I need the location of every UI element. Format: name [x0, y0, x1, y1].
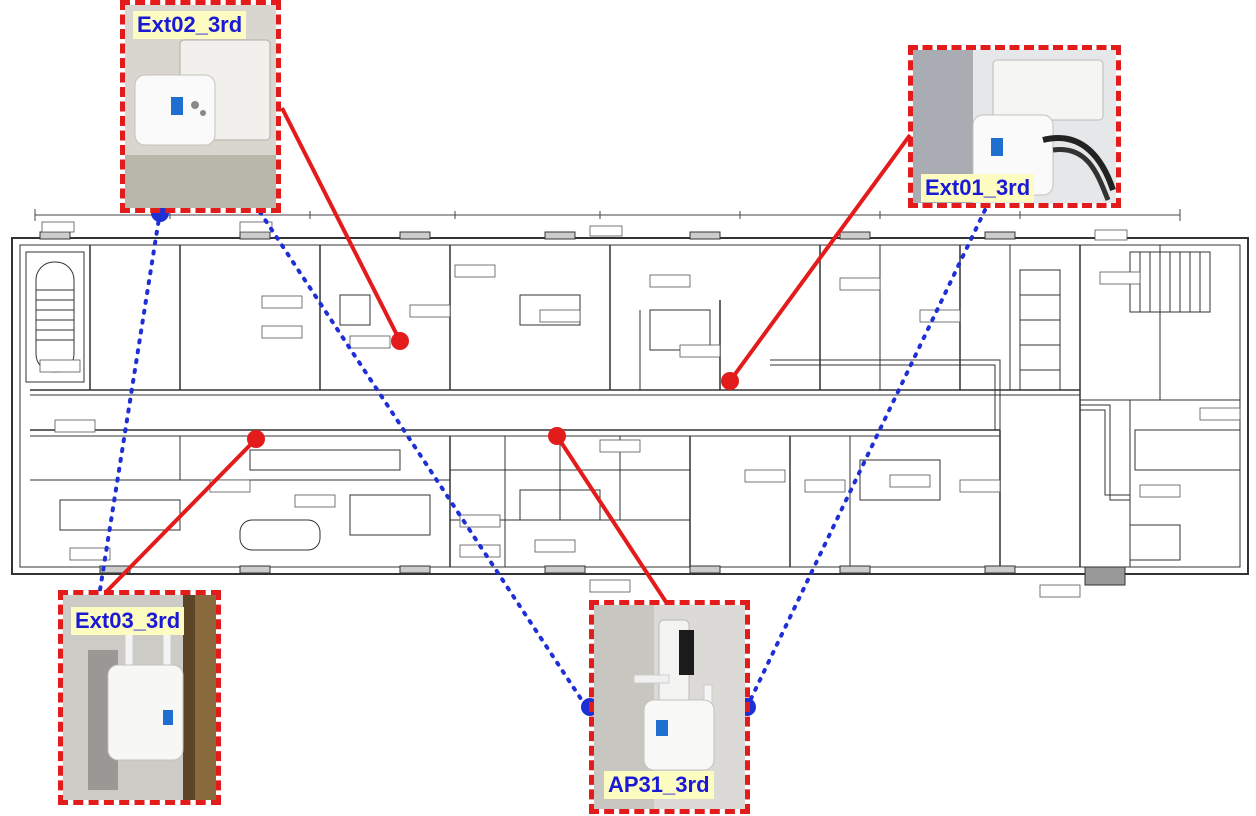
callout-lines	[104, 107, 912, 604]
device-location-ext01	[721, 372, 739, 390]
callout-line	[280, 107, 402, 342]
device-label-ext03: Ext03_3rd	[71, 607, 185, 635]
callout-line	[104, 437, 258, 594]
device-location-ap31	[548, 427, 566, 445]
dimension-line	[34, 209, 1181, 221]
device-location-ext02	[391, 332, 409, 350]
device-label-ext01: Ext01_3rd	[921, 174, 1035, 202]
device-location-markers	[247, 332, 739, 448]
photo-ext02: Ext02_3rd	[120, 0, 281, 213]
device-label-ext02: Ext02_3rd	[133, 11, 247, 39]
photo-ext03: Ext03_3rd	[58, 590, 221, 805]
coverage-line	[98, 210, 162, 592]
device-location-ext03	[247, 430, 265, 448]
building-walls	[11, 231, 1249, 586]
callout-line	[555, 434, 668, 604]
coverage-lines	[98, 208, 987, 707]
room-tags	[39, 221, 1241, 598]
callout-line	[728, 133, 912, 383]
photo-ap31: AP31_3rd	[589, 600, 750, 814]
coverage-line	[746, 208, 987, 707]
device-label-ap31: AP31_3rd	[604, 771, 714, 799]
coverage-line	[258, 210, 587, 707]
photo-ext01: Ext01_3rd	[908, 45, 1121, 208]
